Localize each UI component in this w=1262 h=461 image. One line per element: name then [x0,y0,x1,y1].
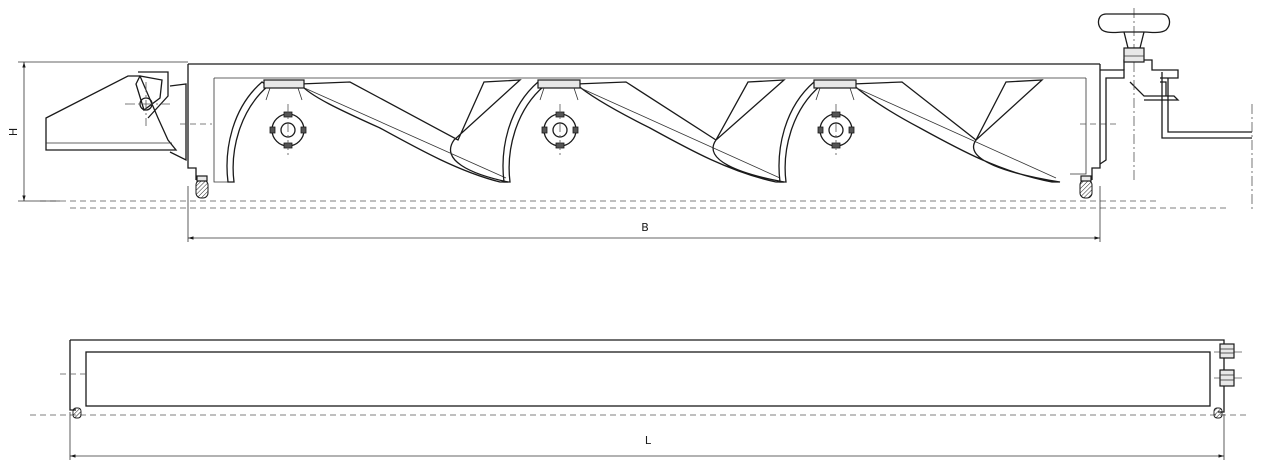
side-inner-panel [85,351,1211,407]
housing-side-walls [187,64,1101,180]
side-bracket-lower [1219,369,1235,387]
dimension-width: B [187,186,1101,242]
side-outer-frame [69,339,1225,413]
left-feeder-attachment [45,71,187,162]
housing-inner-walls [213,78,1087,183]
front-view: H B [7,8,1253,242]
louvre-blade-2 [502,79,786,183]
louvre-blade-1 [226,79,522,183]
side-view: L [30,339,1250,460]
left-foot [195,175,209,199]
louvre-blade-3 [778,79,1061,183]
dimension-height: H [7,61,188,202]
right-mounting-bracket [1099,8,1253,212]
side-right-foot [1213,407,1223,419]
blade-1-clamp [263,79,305,89]
blade-3-clamp [813,79,857,89]
width-label: B [641,221,649,234]
dimension-length: L [69,412,1225,460]
length-label: L [645,434,652,447]
blade-2-clamp [537,79,581,89]
side-bracket-upper [1219,343,1235,359]
right-foot [1079,175,1093,199]
handwheel-knob-icon [1097,13,1171,63]
height-label: H [7,128,20,136]
side-left-foot [72,407,82,419]
